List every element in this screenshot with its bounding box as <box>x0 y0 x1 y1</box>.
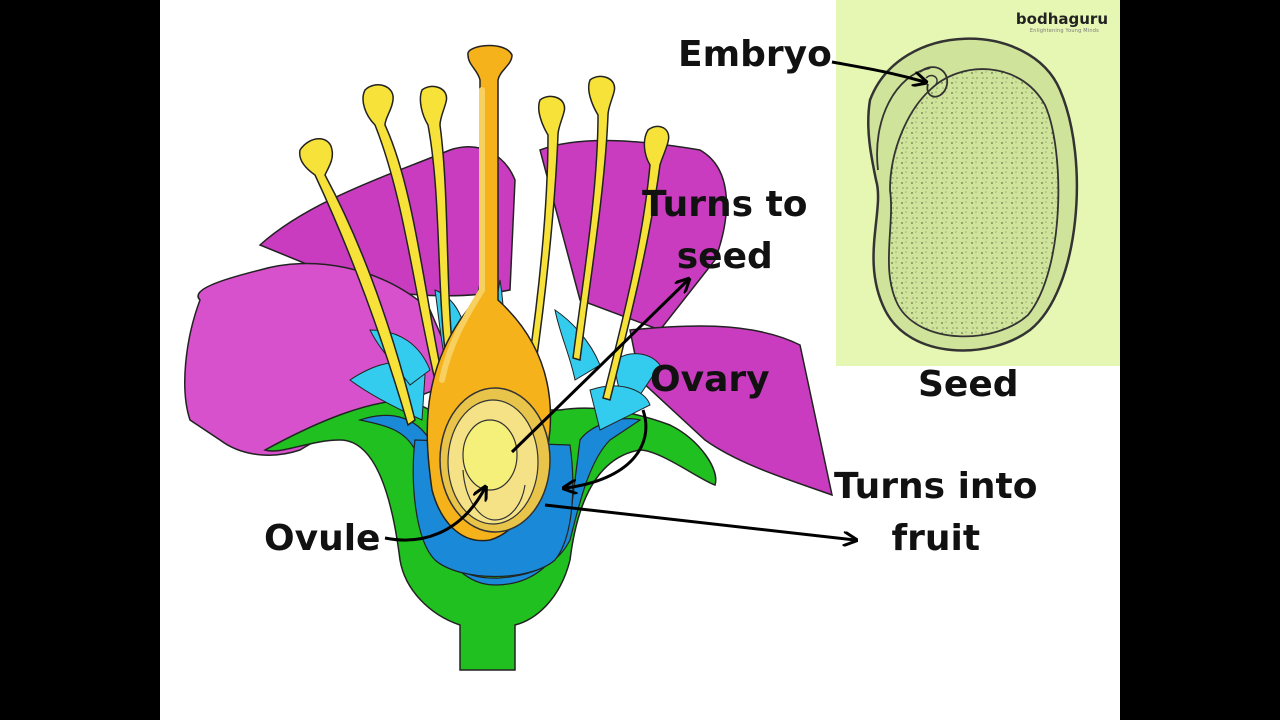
label-embryo: Embryo <box>678 34 832 75</box>
label-seed: Seed <box>918 364 1019 405</box>
label-turns-to-seed-line1: Turns to <box>642 184 808 225</box>
pistil <box>426 44 552 542</box>
seed-panel <box>836 0 1120 366</box>
arrows <box>384 60 925 542</box>
arrow-ovule <box>384 488 485 542</box>
stamens <box>298 75 670 427</box>
brand-logo-tagline: Enlightening Young Minds <box>1029 28 1099 34</box>
arrow-ovary <box>565 409 648 488</box>
label-turns-into-fruit: Turns into fruit <box>834 460 1037 566</box>
slide: Embryo Turns to seed Ovary Seed Turns in… <box>160 0 1120 720</box>
label-ovary: Ovary <box>650 359 770 400</box>
label-turns-to-seed-line2: seed <box>676 236 773 277</box>
brand-logo: bodhaguru Enlightening Young Minds <box>1016 10 1108 34</box>
flower-diagram <box>184 0 1120 671</box>
arrow-turns-into-fruit <box>544 503 855 540</box>
label-turns-into-fruit-line2: fruit <box>891 518 981 559</box>
label-turns-into-fruit-line1: Turns into <box>834 466 1038 507</box>
label-turns-to-seed: Turns to seed <box>642 178 808 284</box>
label-ovule: Ovule <box>264 518 381 559</box>
arrow-embryo <box>831 60 925 82</box>
arrow-turns-to-seed <box>510 280 688 454</box>
brand-logo-name: bodhaguru <box>1015 10 1108 28</box>
